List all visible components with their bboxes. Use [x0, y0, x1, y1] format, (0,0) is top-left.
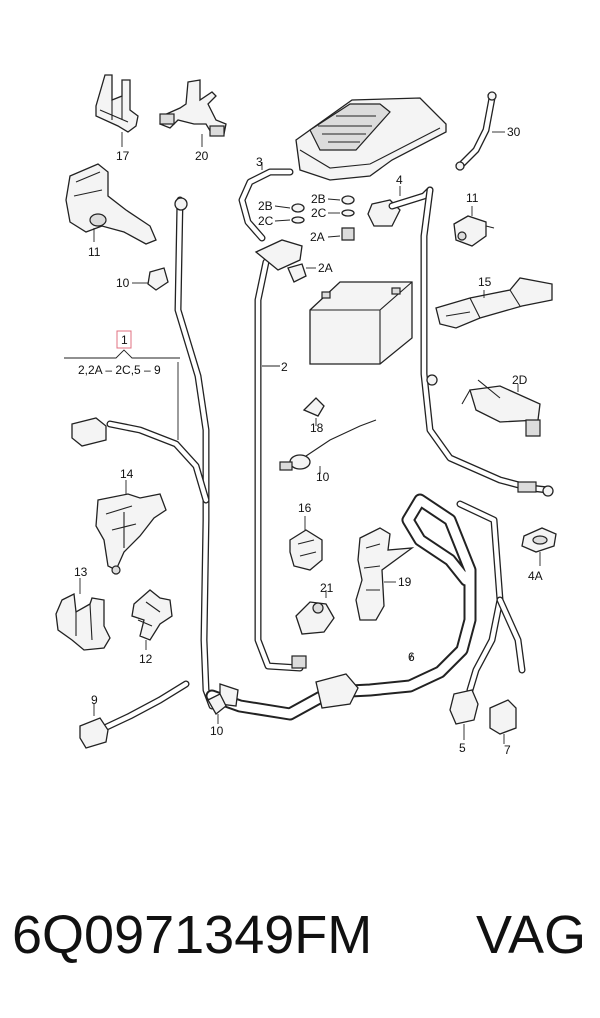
- part-12-bracket: [131, 589, 173, 641]
- callout-2A-lower: 2A: [318, 261, 333, 275]
- group-range-label: 2,2A – 2C,5 – 9: [78, 363, 161, 377]
- callout-10-middle: 10: [316, 470, 330, 484]
- callout-2C-right: 2C: [311, 206, 327, 220]
- callout-19: 19: [398, 575, 412, 589]
- callout-2C-left: 2C: [258, 214, 274, 228]
- callout-9: 9: [91, 693, 98, 707]
- part-11-terminal-cover: [65, 163, 157, 245]
- callout-15: 15: [478, 275, 492, 289]
- callout-6: 6: [408, 650, 415, 664]
- part-20-bracket: [159, 79, 227, 137]
- part-17-bracket: [95, 74, 139, 133]
- part-5-connector: [449, 689, 479, 725]
- group-bracket-1: 1 2,2A – 2C,5 – 9: [64, 330, 180, 377]
- part-number: 6Q0971349FM: [12, 905, 373, 965]
- callout-2B-right: 2B: [311, 192, 326, 206]
- callout-2A-top: 2A: [310, 230, 325, 244]
- callout-4A: 4A: [528, 569, 543, 583]
- part-2D-bracket: [461, 379, 541, 437]
- part-19-bracket: [355, 527, 415, 621]
- callout-21: 21: [320, 581, 334, 595]
- callout-7: 7: [504, 743, 511, 757]
- part-13-bracket: [55, 593, 111, 651]
- callout-10-bottom: 10: [210, 724, 224, 738]
- part-9-connector: [79, 717, 109, 749]
- callout-10-top: 10: [116, 276, 130, 290]
- callout-17: 17: [116, 149, 130, 163]
- part-7-connector: [489, 699, 517, 735]
- callout-30: 30: [507, 125, 521, 139]
- part-15-bracket: [435, 277, 553, 329]
- part-11-clip-right: [453, 215, 495, 247]
- callout-11-right: 11: [466, 191, 479, 205]
- harness-connector-left: [71, 417, 107, 447]
- callout-4: 4: [396, 173, 403, 187]
- callout-16: 16: [298, 501, 312, 515]
- callout-14: 14: [120, 467, 134, 481]
- battery-control-unit: [295, 97, 447, 181]
- callout-2D: 2D: [512, 373, 528, 387]
- part-14-bracket: [95, 493, 167, 575]
- group-box-label: 1: [121, 333, 128, 347]
- battery: [309, 281, 413, 365]
- callout-3: 3: [256, 155, 263, 169]
- callout-12: 12: [139, 652, 153, 666]
- callout-20: 20: [195, 149, 209, 163]
- callout-11-left: 11: [88, 245, 101, 259]
- callout-18: 18: [310, 421, 324, 435]
- callout-5: 5: [459, 741, 466, 755]
- wiring-harness-diagram: 17 20 30 11 3 2B 2C 2B 2C 2A: [55, 74, 557, 757]
- callout-13: 13: [74, 565, 88, 579]
- callout-2: 2: [281, 360, 288, 374]
- callout-2B-left: 2B: [258, 199, 273, 213]
- brand-label: VAG: [475, 905, 586, 965]
